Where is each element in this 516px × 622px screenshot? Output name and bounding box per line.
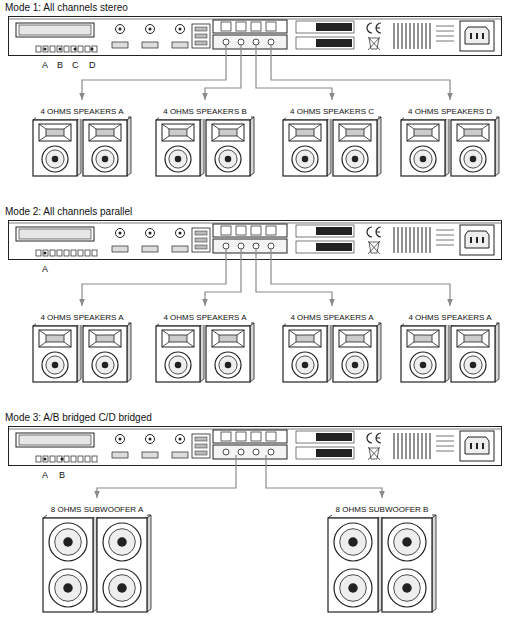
- speaker-heading: 4 OHMS SPEAKERS B: [159, 105, 251, 119]
- subwoofer-pair: 8 OHMS SUBWOOFER A: [37, 498, 157, 616]
- amplifier-panel: A: [8, 220, 502, 260]
- speaker-heading: 4 OHMS SPEAKERS A: [159, 311, 250, 325]
- speaker-drawing: [27, 322, 137, 386]
- speaker-cable: [256, 260, 332, 306]
- speaker-heading: 4 OHMS SPEAKERS D: [404, 105, 496, 119]
- speaker-drawing: [395, 116, 505, 180]
- speaker-cable: [271, 260, 450, 306]
- speaker-drawing: [277, 116, 387, 180]
- amplifier-drawing: [8, 426, 502, 466]
- speaker-drawing: [150, 116, 260, 180]
- speaker-pair: 4 OHMS SPEAKERS A: [150, 306, 260, 386]
- speaker-cable: [205, 260, 241, 306]
- input-label: A: [42, 264, 48, 275]
- mode-heading: Mode 2: All channels parallel: [5, 206, 132, 218]
- speaker-cable: [205, 56, 241, 100]
- input-label: C: [72, 60, 79, 71]
- mode-heading: Mode 3: A/B bridged C/D bridged: [5, 412, 152, 424]
- speaker-heading: 4 OHMS SPEAKERS A: [36, 105, 127, 119]
- input-label: A: [42, 470, 48, 481]
- speaker-cable: [271, 56, 450, 100]
- speaker-pair: 4 OHMS SPEAKERS C: [277, 100, 387, 180]
- input-label: B: [57, 60, 63, 71]
- speaker-heading: 4 OHMS SPEAKERS A: [404, 311, 495, 325]
- speaker-pair: 4 OHMS SPEAKERS A: [27, 100, 137, 180]
- speaker-drawing: [150, 322, 260, 386]
- subwoofer-heading: 8 OHMS SUBWOOFER A: [47, 503, 147, 517]
- speaker-heading: 4 OHMS SPEAKERS C: [286, 105, 378, 119]
- subwoofer-heading: 8 OHMS SUBWOOFER B: [332, 503, 433, 517]
- subwoofer-pair: 8 OHMS SUBWOOFER B: [322, 498, 442, 616]
- speaker-cable: [97, 466, 236, 498]
- speaker-cable: [266, 466, 382, 498]
- speaker-pair: 4 OHMS SPEAKERS D: [395, 100, 505, 180]
- speaker-drawing: [395, 322, 505, 386]
- speaker-pair: 4 OHMS SPEAKERS A: [277, 306, 387, 386]
- subwoofer-drawing: [322, 514, 442, 616]
- amplifier-panel: AB: [8, 426, 502, 466]
- speaker-drawing: [277, 322, 387, 386]
- speaker-heading: 4 OHMS SPEAKERS A: [36, 311, 127, 325]
- speaker-pair: 4 OHMS SPEAKERS A: [395, 306, 505, 386]
- speaker-drawing: [27, 116, 137, 180]
- amplifier-drawing: [8, 16, 502, 56]
- amplifier-drawing: [8, 220, 502, 260]
- input-label: D: [89, 60, 96, 71]
- speaker-cable: [256, 56, 332, 100]
- speaker-heading: 4 OHMS SPEAKERS A: [286, 311, 377, 325]
- subwoofer-drawing: [37, 514, 157, 616]
- speaker-pair: 4 OHMS SPEAKERS A: [27, 306, 137, 386]
- input-label: A: [42, 60, 48, 71]
- speaker-pair: 4 OHMS SPEAKERS B: [150, 100, 260, 180]
- mode-heading: Mode 1: All channels stereo: [5, 2, 128, 14]
- amplifier-panel: ABCD: [8, 16, 502, 56]
- input-label: B: [59, 470, 65, 481]
